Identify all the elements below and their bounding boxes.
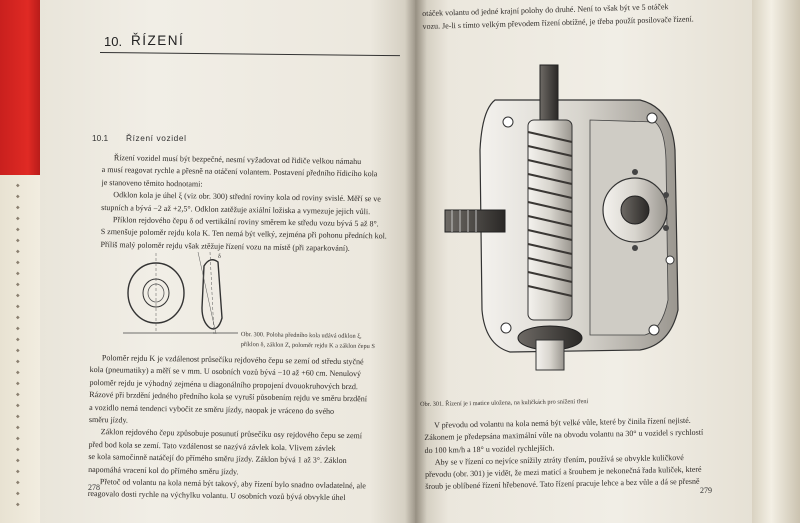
svg-text:δ: δ bbox=[218, 254, 221, 260]
chapter-title: ŘÍZENÍ bbox=[131, 33, 185, 48]
left-page bbox=[40, 0, 415, 523]
paragraph-kingpin: Poloměr rejdu K je vzdálenost průsečíku … bbox=[88, 352, 395, 506]
page-number-left: 278 bbox=[88, 483, 100, 492]
figure-300-caption: Obr. 300. Poloha předního kola udává odk… bbox=[241, 330, 375, 351]
page-edge-ticks: ◆ ◆ ◆ ◆ ◆ ◆ ◆ ◆ ◆ ◆ ◆ ◆ ◆ ◆ ◆ ◆ ◆ ◆ ◆ ◆ … bbox=[16, 182, 20, 508]
book-page-stack bbox=[0, 175, 40, 523]
page-number-right: 279 bbox=[700, 486, 712, 495]
section-title: Řízení vozidel bbox=[126, 133, 187, 143]
section-number: 10.1 bbox=[92, 133, 109, 143]
right-bottom-paragraph: V převodu od volantu na kola nemá být ve… bbox=[424, 414, 755, 494]
steering-gear-illustration bbox=[444, 64, 679, 371]
chapter-number: 10. bbox=[104, 34, 123, 49]
book-gutter bbox=[405, 0, 427, 523]
wheel-geometry-diagram: δ bbox=[123, 251, 238, 335]
right-page-stack bbox=[752, 0, 800, 523]
paragraph-steering-geometry: Řízení vozidel musí být bezpečné, nesmí … bbox=[100, 152, 402, 256]
